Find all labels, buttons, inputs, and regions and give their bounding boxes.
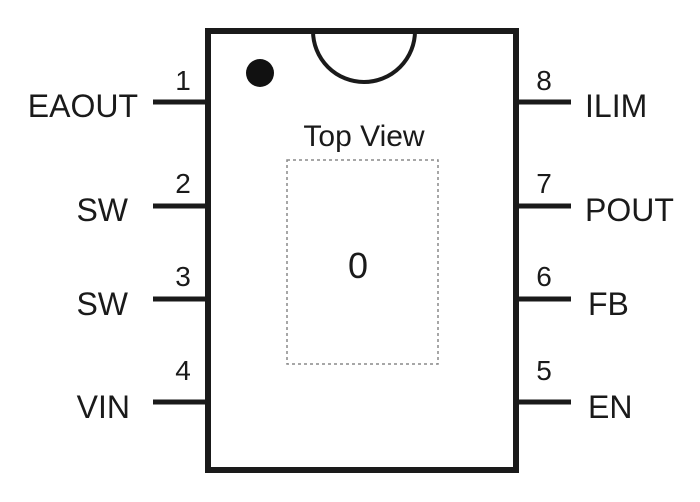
top-view-label: Top View	[303, 120, 425, 153]
pin-7-name: POUT	[585, 192, 674, 228]
pin-8: 8 ILIM	[516, 65, 647, 124]
pin-8-number: 8	[536, 65, 552, 96]
pin-1: 1 EAOUT	[28, 65, 208, 124]
package-notch	[311, 30, 417, 84]
pin-2-number: 2	[175, 168, 191, 199]
pin-3-name: SW	[76, 286, 128, 322]
pin-5: 5 EN	[516, 355, 632, 425]
pin-3: 3 SW	[76, 261, 208, 322]
pin-7-number: 7	[536, 168, 552, 199]
pin-2: 2 SW	[76, 168, 208, 228]
pin-4-name: VIN	[77, 389, 130, 425]
pin-5-name: EN	[588, 389, 632, 425]
pin-1-number: 1	[175, 65, 191, 96]
pin-6-name: FB	[588, 286, 629, 322]
pin-3-number: 3	[175, 261, 191, 292]
pin1-marker-dot	[246, 59, 274, 87]
pin-4: 4 VIN	[77, 355, 208, 425]
pin-1-name: EAOUT	[28, 88, 138, 124]
pin-4-number: 4	[175, 355, 191, 386]
pin-7: 7 POUT	[516, 168, 674, 228]
pin-6-number: 6	[536, 261, 552, 292]
exposed-pad-label: 0	[348, 245, 368, 286]
exposed-pad	[286, 159, 439, 365]
pin-2-name: SW	[76, 192, 128, 228]
pin-5-number: 5	[536, 355, 552, 386]
pin-6: 6 FB	[516, 261, 629, 322]
package-body	[205, 28, 519, 473]
pin-8-name: ILIM	[585, 88, 647, 124]
